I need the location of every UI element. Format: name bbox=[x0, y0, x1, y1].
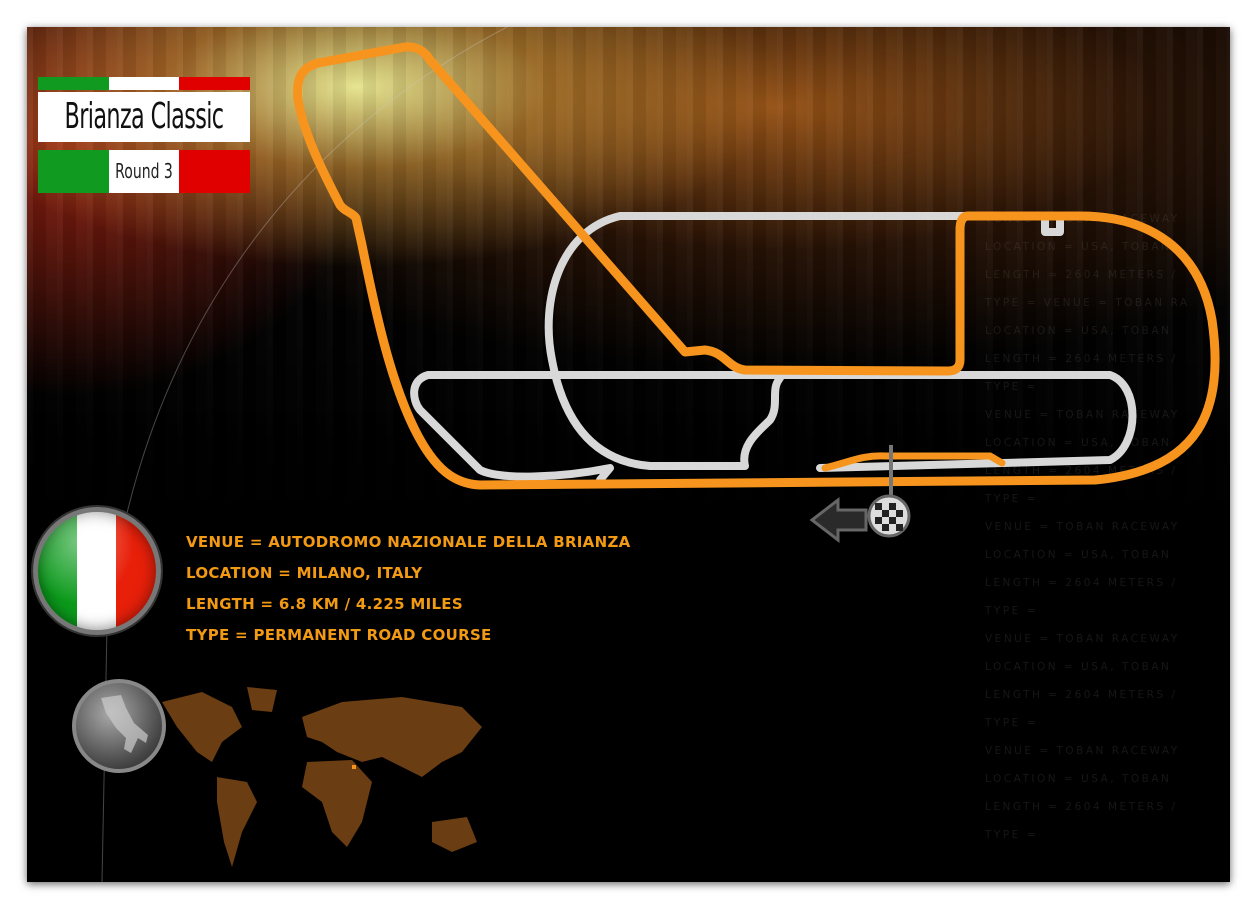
watermark-line: TYPE = bbox=[985, 717, 1038, 729]
watermark-line: LOCATION = USA, TOBAN bbox=[985, 661, 1172, 673]
arrow-left-icon bbox=[809, 496, 868, 544]
round-label: Round 3 bbox=[115, 159, 173, 183]
watermark-line: LENGTH = 2604 METERS / bbox=[985, 689, 1178, 701]
venue-text: VENUE = AUTODROMO NAZIONALE DELLA BRIANZ… bbox=[186, 533, 631, 551]
watermark-line: TYPE = bbox=[985, 829, 1038, 841]
background-watermark-text: VENUE = TOBAN RACEWAY LOCATION = USA, TOB… bbox=[985, 205, 1225, 849]
track-chicane bbox=[821, 452, 1006, 472]
watermark-line: TYPE = bbox=[985, 605, 1038, 617]
watermark-line: VENUE = TOBAN RACEWAY bbox=[985, 521, 1180, 533]
watermark-line: LENGTH = 2604 METERS / bbox=[985, 269, 1178, 281]
watermark-line: LOCATION = USA, TOBAN bbox=[985, 325, 1172, 337]
watermark-line: VENUE = TOBAN RACEWAY bbox=[985, 745, 1180, 757]
start-finish-marker bbox=[809, 445, 911, 544]
africa bbox=[302, 760, 372, 847]
location-text: LOCATION = MILANO, ITALY bbox=[186, 564, 423, 582]
watermark-line: LENGTH = 2604 METERS / bbox=[985, 577, 1178, 589]
length-text: LENGTH = 6.8 KM / 4.225 MILES bbox=[186, 595, 463, 613]
pit-box bbox=[1041, 212, 1064, 236]
watermark-line: VENUE = TOBAN RACEWAY bbox=[985, 633, 1180, 645]
italy-stripe-bottom bbox=[38, 150, 251, 193]
track-select-screen: VENUE = TOBAN RACEWAY LOCATION = USA, TOB… bbox=[27, 27, 1230, 882]
watermark-line: LOCATION = USA, TOBAN bbox=[985, 549, 1172, 561]
north-america bbox=[162, 692, 242, 762]
watermark-line: TYPE = bbox=[985, 381, 1038, 393]
watermark-line: LENGTH = 2604 METERS / bbox=[985, 801, 1178, 813]
type-text: TYPE = PERMANENT ROAD COURSE bbox=[186, 626, 492, 644]
watermark-line: TYPE = VENUE = TOBAN RA bbox=[985, 297, 1190, 309]
watermark-line: LENGTH = 2604 METERS / bbox=[985, 353, 1178, 365]
world-map-icon bbox=[162, 687, 482, 867]
italy-map-icon bbox=[72, 679, 166, 773]
watermark-line: LOCATION = USA, TOBAN bbox=[985, 773, 1172, 785]
south-america bbox=[217, 777, 257, 867]
event-badge: Brianza Classic Round 3 bbox=[38, 77, 251, 195]
italy-stripe-top bbox=[38, 77, 251, 90]
australia bbox=[432, 817, 477, 852]
oval-layout bbox=[544, 212, 1049, 470]
event-title: Brianza Classic bbox=[64, 96, 225, 137]
track-info: VENUE = AUTODROMO NAZIONALE DELLA BRIANZ… bbox=[186, 527, 631, 651]
track-highlight bbox=[293, 42, 1220, 490]
track-map bbox=[293, 42, 1220, 544]
road-layout bbox=[410, 371, 1137, 484]
watermark-line: LOCATION = USA, TOBAN bbox=[985, 241, 1172, 253]
greenland bbox=[247, 687, 277, 712]
track-other-layouts bbox=[410, 212, 1137, 484]
event-title-box: Brianza Classic bbox=[38, 92, 250, 142]
italy-flag-icon bbox=[33, 507, 161, 635]
watermark-line: TYPE = bbox=[985, 493, 1038, 505]
europe-asia bbox=[302, 697, 482, 777]
location-marker bbox=[352, 765, 356, 769]
